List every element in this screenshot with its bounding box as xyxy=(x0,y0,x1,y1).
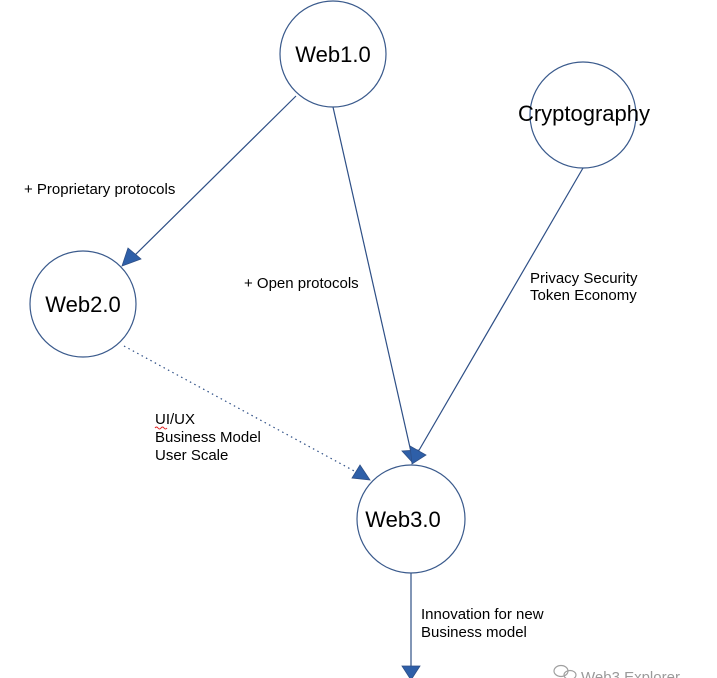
node-cryptography: Cryptography xyxy=(518,61,650,169)
node-web2-label: Web2.0 xyxy=(45,292,120,317)
edge-label-proprietary: + Proprietary protocols xyxy=(24,181,175,198)
node-web1: Web1.0 xyxy=(279,0,387,108)
arrowhead-web3-from-web2 xyxy=(351,464,371,481)
edge-label-token-economy: Token Economy xyxy=(530,287,637,304)
edge-label-innovation: Innovation for new xyxy=(421,606,544,623)
edge-label-open: + Open protocols xyxy=(244,275,359,292)
node-web3-circle xyxy=(356,464,466,574)
node-web3-label: Web3.0 xyxy=(365,507,440,532)
arrowhead-down xyxy=(401,665,421,678)
node-web3: Web3.0 xyxy=(356,464,466,574)
watermark: Web3 Explorer xyxy=(553,664,680,678)
arrowhead-web3-from-crypto xyxy=(409,445,427,465)
edge-label-privacy-security: Privacy Security xyxy=(530,270,638,287)
arrowhead-web2 xyxy=(121,247,142,267)
node-web1-circle xyxy=(279,0,387,108)
edge-label-user-scale: User Scale xyxy=(155,447,228,464)
node-cryptography-label: Cryptography xyxy=(518,101,650,126)
node-web1-label: Web1.0 xyxy=(295,42,370,67)
edge-label-uiux: UI/UX xyxy=(155,411,195,428)
edge-crypto-to-web3 xyxy=(417,167,584,453)
edge-web1-to-web2 xyxy=(129,95,297,261)
edge-web2-to-web3 xyxy=(123,345,357,473)
edge-web1-to-web3 xyxy=(332,106,412,453)
watermark-text: Web3 Explorer xyxy=(581,669,680,678)
node-cryptography-circle xyxy=(529,61,637,169)
wechat-icon xyxy=(553,664,577,678)
node-web2: Web2.0 xyxy=(29,250,137,358)
node-web2-circle xyxy=(29,250,137,358)
edge-label-business-model-new: Business model xyxy=(421,624,527,641)
spell-check-underline xyxy=(154,426,168,430)
edge-label-business-model: Business Model xyxy=(155,429,261,446)
